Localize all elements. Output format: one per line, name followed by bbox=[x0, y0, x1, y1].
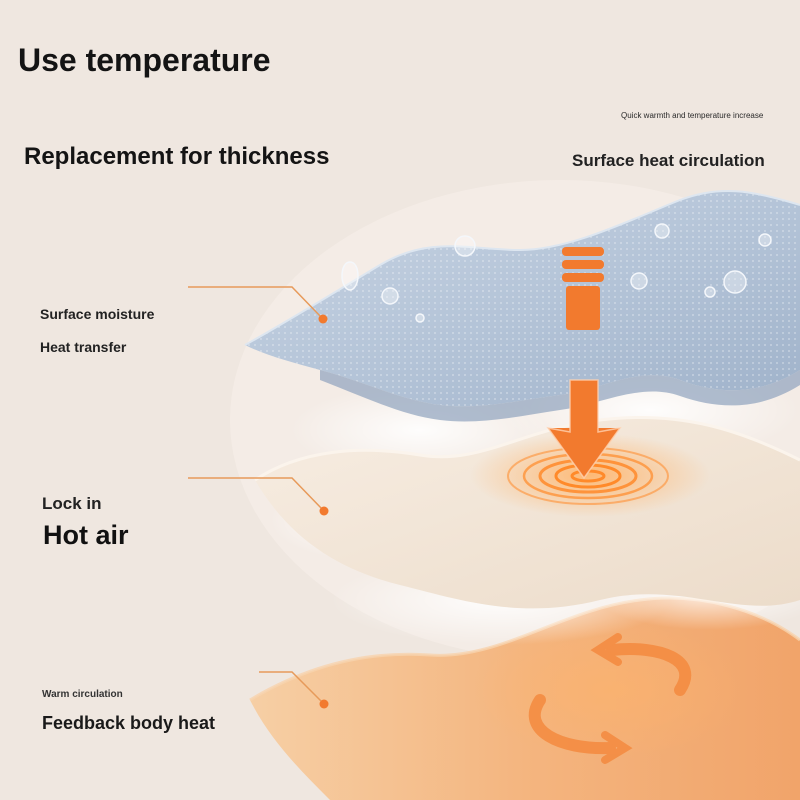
layer3-label: Warm circulation bbox=[42, 689, 123, 700]
callout-lines bbox=[188, 286, 324, 704]
subheadline: Replacement for thickness bbox=[24, 143, 330, 170]
down-arrow-icon bbox=[546, 247, 622, 480]
layer3-sublabel: Feedback body heat bbox=[42, 713, 216, 733]
circulation-arrows-icon bbox=[528, 633, 692, 764]
callout-dots bbox=[318, 314, 329, 709]
outer-fabric-layer bbox=[244, 189, 800, 422]
headline: Use temperature bbox=[18, 42, 271, 78]
layer1-sublabel: Heat transfer bbox=[40, 339, 127, 355]
layer2-label: Lock in bbox=[42, 494, 102, 513]
top-caption: Quick warmth and temperature increase bbox=[621, 111, 764, 120]
surface-heat-title: Surface heat circulation bbox=[572, 151, 765, 170]
layer1-label: Surface moisture bbox=[40, 306, 155, 322]
layer2-sublabel: Hot air bbox=[43, 520, 129, 550]
water-droplet-icon bbox=[341, 223, 772, 323]
